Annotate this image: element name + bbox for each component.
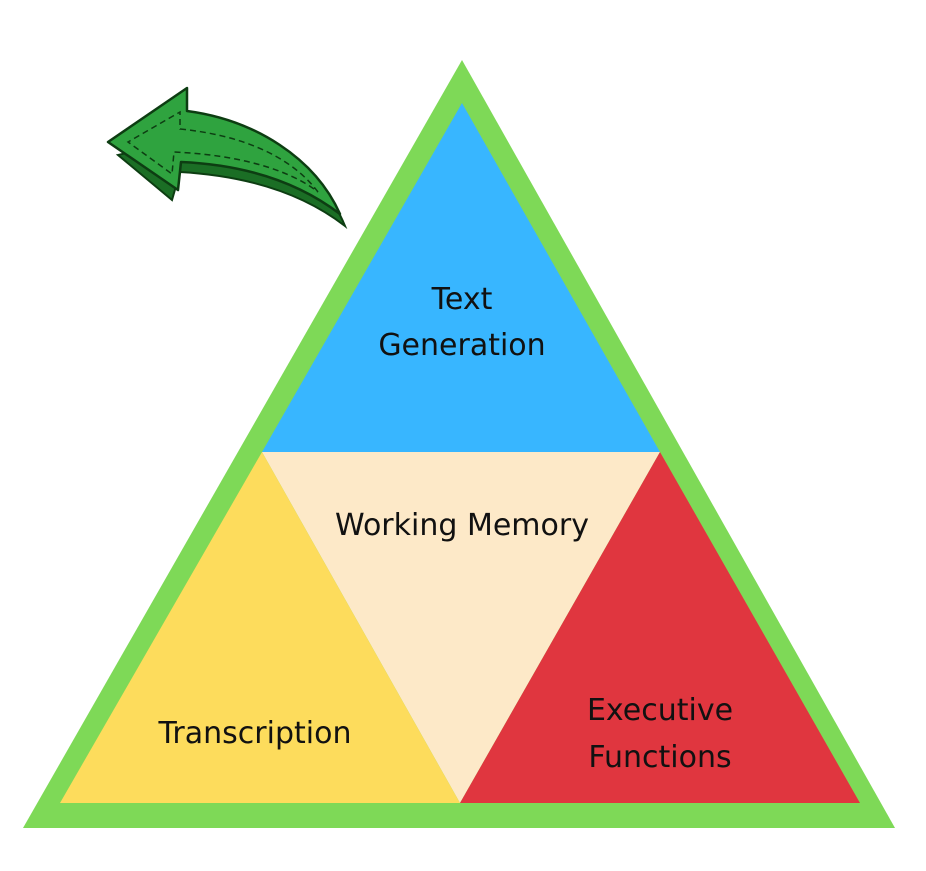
section-executive-functions bbox=[460, 452, 860, 803]
label-text-generation-line1: Text bbox=[431, 282, 493, 317]
section-working-memory bbox=[262, 452, 660, 803]
curved-back-arrow-icon bbox=[106, 86, 348, 230]
section-transcription bbox=[60, 452, 460, 803]
section-text-generation bbox=[262, 103, 660, 452]
label-text-generation-line2: Generation bbox=[378, 328, 545, 363]
label-working-memory: Working Memory bbox=[335, 508, 589, 543]
label-executive-functions-line2: Functions bbox=[588, 740, 731, 775]
label-executive-functions-line1: Executive bbox=[587, 693, 733, 728]
label-transcription: Transcription bbox=[158, 716, 352, 751]
